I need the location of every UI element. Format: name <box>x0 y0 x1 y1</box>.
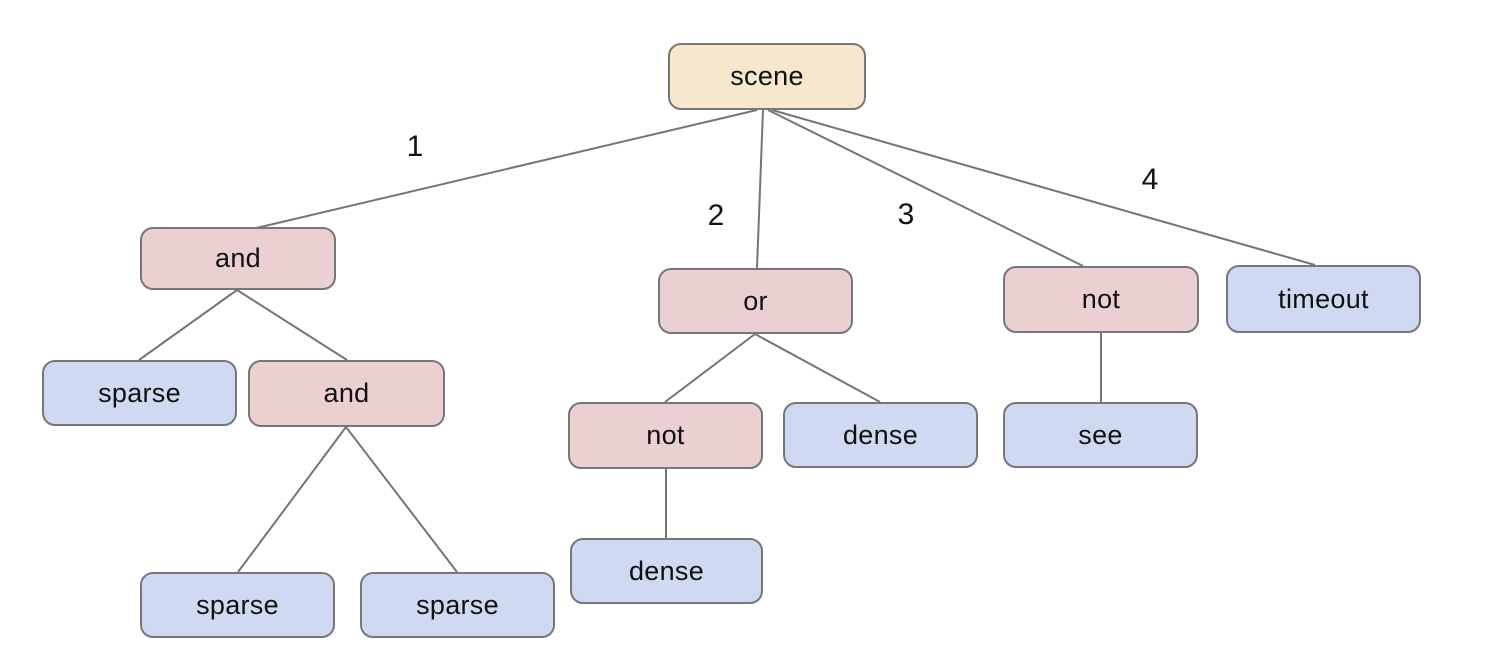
tree-node-sparse1: sparse <box>42 360 237 426</box>
tree-edge-scene-timeout <box>771 109 1316 266</box>
tree-node-timeout: timeout <box>1226 265 1421 333</box>
tree-node-dense1: dense <box>783 402 978 468</box>
tree-edge-and2-sparse3 <box>345 426 458 573</box>
tree-edge-and1-sparse1 <box>138 289 238 361</box>
tree-node-label: sparse <box>416 589 499 620</box>
tree-node-scene: scene <box>668 43 866 110</box>
tree-edge-scene-not1 <box>767 109 1084 267</box>
edge-label-2: 2 <box>707 199 725 232</box>
tree-node-and2: and <box>248 360 445 427</box>
tree-node-or1: or <box>658 268 853 334</box>
tree-node-not1: not <box>1003 266 1199 333</box>
tree-node-label: sparse <box>98 377 181 408</box>
edge-label-4: 4 <box>1141 163 1159 196</box>
tree-node-label: not <box>1081 284 1121 314</box>
edge-label-1: 1 <box>406 130 424 163</box>
tree-node-label: scene <box>730 61 804 91</box>
tree-node-label: timeout <box>1278 283 1369 314</box>
tree-node-dense2: dense <box>570 538 763 604</box>
tree-edge-and2-sparse2 <box>237 426 347 573</box>
tree-node-not2: not <box>568 402 763 469</box>
tree-node-label: dense <box>628 555 705 586</box>
tree-edge-and1-and2 <box>236 289 348 361</box>
tree-node-and1: and <box>140 227 336 290</box>
tree-node-label: see <box>1078 419 1123 450</box>
tree-node-sparse2: sparse <box>140 572 335 638</box>
tree-node-label: and <box>215 243 261 273</box>
tree-node-sparse3: sparse <box>360 572 555 638</box>
tree-node-label: or <box>743 285 768 316</box>
tree-edge-or1-not2 <box>664 333 756 403</box>
tree-node-label: not <box>646 420 685 450</box>
tree-edge-or1-dense1 <box>754 333 881 403</box>
tree-edge-scene-and1 <box>247 109 758 231</box>
tree-edge-scene-or1 <box>756 109 764 269</box>
tree-node-see: see <box>1003 402 1198 468</box>
tree-node-label: dense <box>842 419 919 450</box>
tree-node-label: sparse <box>196 589 279 620</box>
tree-node-label: and <box>323 378 370 408</box>
edge-label-3: 3 <box>897 198 915 231</box>
